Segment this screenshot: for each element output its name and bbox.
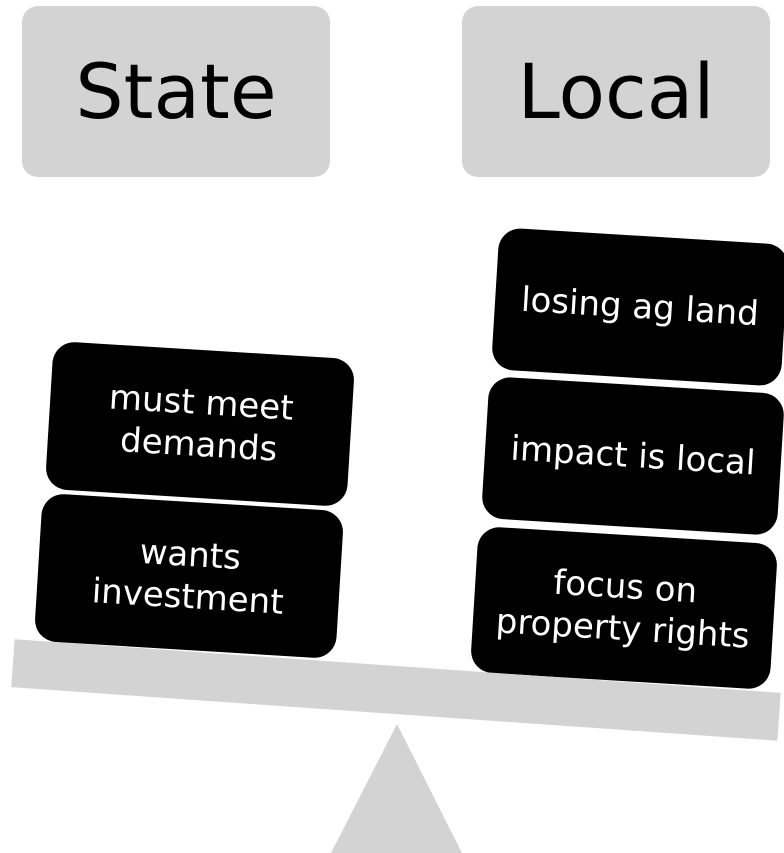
local-header-label: Local [517, 47, 715, 136]
state-header: State [22, 6, 330, 177]
local-header: Local [462, 6, 770, 177]
state-header-label: State [75, 47, 277, 136]
